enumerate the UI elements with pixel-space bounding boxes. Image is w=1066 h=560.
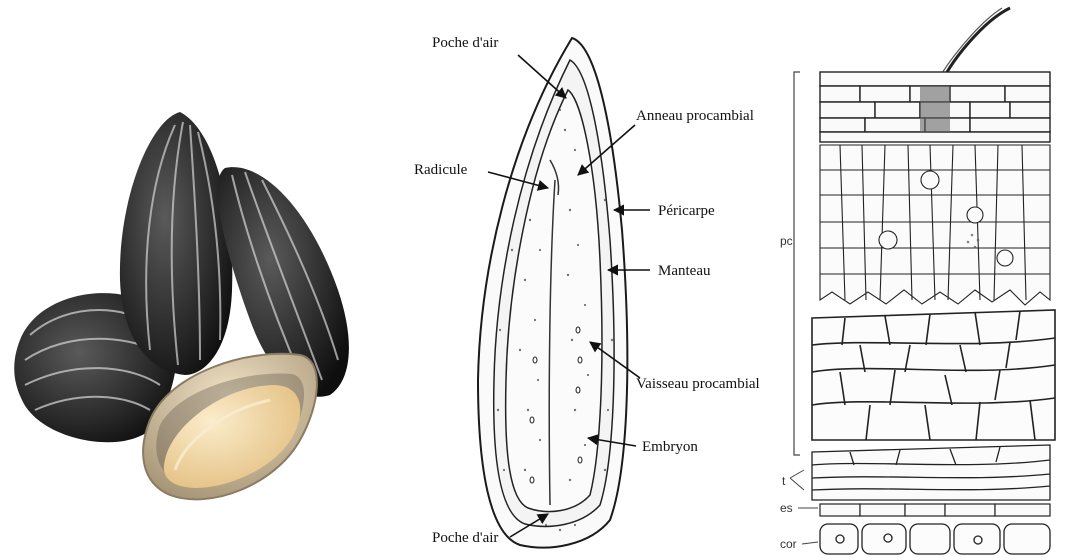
svg-text:Péricarpe: Péricarpe — [658, 203, 715, 219]
parenchyma-cells — [820, 145, 1050, 305]
bracket-pc — [794, 72, 800, 455]
seeds-illustration — [0, 0, 400, 560]
tissue-svg: pc t es cor — [770, 0, 1066, 560]
svg-text:Embryon: Embryon — [642, 439, 698, 455]
seed-middle — [120, 112, 232, 375]
label-pc: pc — [780, 234, 793, 248]
label-es: es — [780, 501, 793, 515]
seed-diagram-svg: Poche d'air Anneau procambial Radicule P… — [400, 0, 780, 560]
testa-layers — [812, 445, 1050, 500]
svg-text:Manteau: Manteau — [658, 263, 711, 279]
svg-text:Poche d'air: Poche d'air — [432, 35, 498, 51]
svg-text:Vaisseau procambial: Vaisseau procambial — [636, 376, 760, 392]
label-pericarp: Péricarpe — [614, 203, 715, 219]
label-cor: cor — [780, 537, 797, 551]
svg-text:Radicule: Radicule — [414, 162, 468, 178]
label-t: t — [782, 474, 786, 488]
sunflower-seeds-photo — [0, 0, 400, 560]
cotyledon-cells — [820, 524, 1050, 554]
tissue-cross-section: pc t es cor — [770, 0, 1066, 560]
svg-text:Poche d'air: Poche d'air — [432, 530, 498, 546]
seed-section-diagram: Poche d'air Anneau procambial Radicule P… — [400, 0, 780, 560]
middle-cell-layer — [812, 310, 1055, 440]
svg-text:Anneau procambial: Anneau procambial — [636, 108, 754, 124]
endosperm-layer — [820, 504, 1050, 516]
